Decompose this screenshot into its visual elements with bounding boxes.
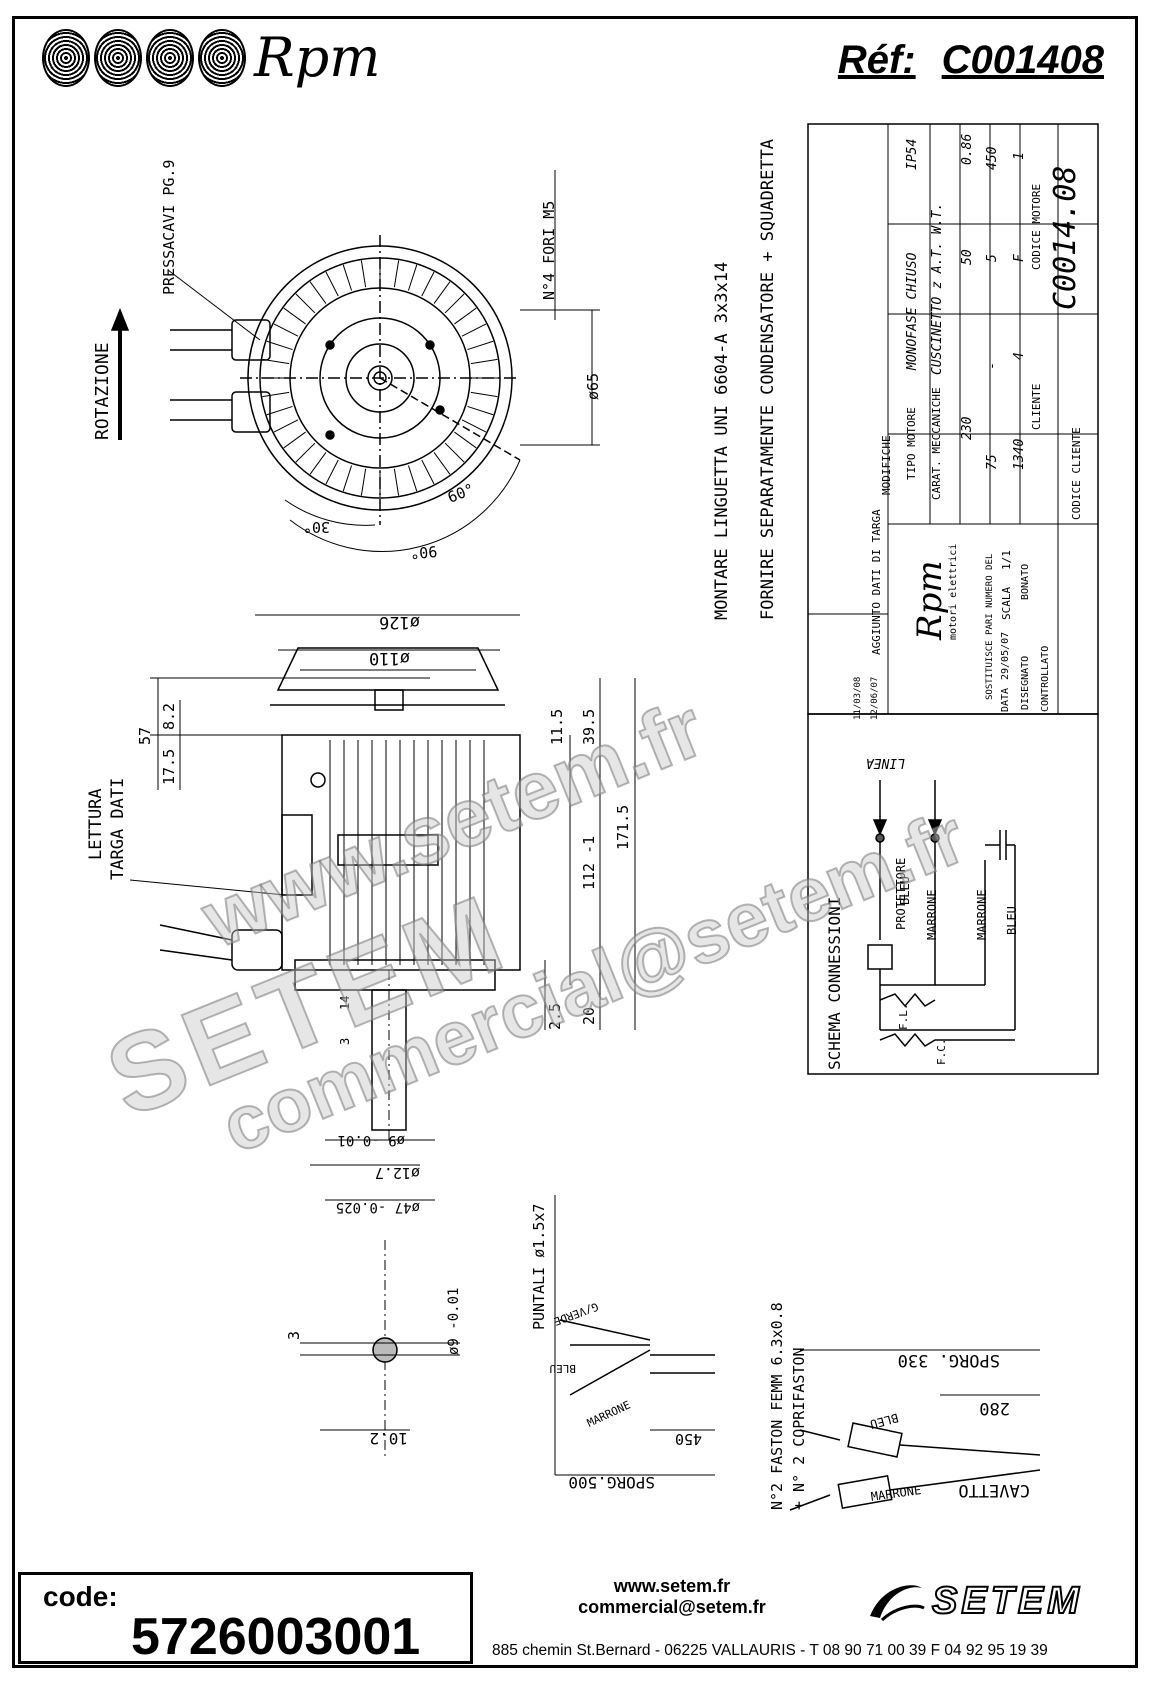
- disegnato-label: DISEGNATO: [1020, 655, 1031, 710]
- bleu-label-1: BLEU: [549, 1362, 577, 1375]
- linea-label: LINEA: [865, 755, 905, 770]
- vel-value: 1: [1012, 152, 1027, 160]
- scala-value: 1/1: [1000, 550, 1013, 570]
- wire-detail-puntali: [554, 1195, 715, 1476]
- hp-value: -: [985, 362, 1000, 370]
- hz-value: 50: [960, 249, 975, 265]
- rev2-date: 11/03/08: [853, 676, 863, 720]
- rev1-date: 12/06/07: [870, 676, 880, 720]
- poli-value: 4: [1012, 352, 1027, 360]
- bonato-value: BONATO: [1020, 563, 1031, 600]
- front-view: [110, 170, 600, 552]
- ref-value: C001408: [941, 38, 1104, 82]
- bleu-schema-2: BLEU: [1005, 906, 1019, 935]
- volt-value: 230: [960, 416, 975, 440]
- fl-label: F.L.: [897, 1003, 910, 1031]
- d110-label: ø110: [369, 648, 410, 668]
- cliente-label: CLIENTE: [1030, 383, 1043, 430]
- a90-label: 90°: [409, 542, 438, 563]
- ip-value: IP54: [905, 138, 920, 170]
- d47-label: ø47 -0.025: [335, 1199, 420, 1215]
- fc-label: F.C.: [935, 1038, 948, 1066]
- sostituisce-label: SOSTITUISCE PARI NUMERO DEL: [985, 553, 995, 700]
- d9-shaft-label: ø9 -0.01: [337, 1132, 405, 1148]
- rpm-small-logo: Rpm: [910, 560, 950, 640]
- cavetto-label: CAVETTO: [958, 1480, 1030, 1500]
- h82-label: 8.2: [160, 702, 178, 730]
- code-value: 5726003001: [131, 1608, 421, 1666]
- d126-label: ø126: [379, 612, 420, 632]
- rpm-small-sub: motori elettrici: [948, 543, 959, 640]
- s3-label: 3: [285, 1330, 303, 1340]
- carat-value: CUSCINETTO z A.T. W.T.: [930, 202, 945, 375]
- code-box: code: 5726003001: [18, 1572, 473, 1666]
- setem-logo: SETEM: [862, 1576, 1083, 1626]
- sporg330-label: SPORG. 330: [897, 1350, 1000, 1370]
- lettura-label-2: TARGA DATI: [108, 777, 128, 880]
- watt-value: 75: [985, 454, 1000, 470]
- page-frame: [12, 16, 1138, 1668]
- d65-label: ø65: [584, 372, 602, 400]
- wire-detail-faston: [789, 1349, 1041, 1511]
- modifiche-label: MODIFICHE: [880, 435, 893, 495]
- tipo-motore-value: MONOFASE CHIUSO: [905, 252, 920, 370]
- carat-label: CARAT. MECCANICHE: [930, 387, 943, 500]
- schema-connessioni: [807, 713, 1099, 1075]
- data-label: DATA: [1000, 687, 1011, 712]
- h1715-label: 171.5: [614, 804, 632, 850]
- l450-label: 450: [674, 1430, 702, 1448]
- contact-info: www.setem.fr commercial@setem.fr 885 che…: [492, 1576, 1132, 1659]
- marrone-schema-2: MARRONE: [975, 889, 989, 940]
- amp-value: 0.86: [960, 133, 975, 165]
- codice-cliente-label: CODICE CLIENTE: [1070, 427, 1083, 520]
- scala-label: SCALA: [1000, 586, 1013, 620]
- shaft-section: [300, 1240, 460, 1460]
- email-link[interactable]: commercial@setem.fr: [578, 1597, 766, 1617]
- brand-name: Rpm: [254, 26, 381, 89]
- ref-label: Réf:: [837, 38, 916, 82]
- website-link[interactable]: www.setem.fr: [613, 1576, 731, 1596]
- puntali-label: PUNTALI ø1.5x7: [530, 1203, 548, 1330]
- data-value: 29/05/07: [1000, 631, 1011, 680]
- code-label: code:: [43, 1581, 118, 1612]
- lettura-label-1: LETTURA: [86, 788, 106, 860]
- faston-label-1: N°2 FASTON FEMM 6.3x0.8: [768, 1302, 786, 1510]
- fori-label: N°4 FORI M5: [540, 200, 558, 300]
- sporg500-label: SPORG.500: [568, 1473, 655, 1492]
- h175-label: 17.5: [160, 748, 178, 785]
- setem-swoosh-icon: [870, 1585, 925, 1622]
- rpm-logo: Rpm: [42, 26, 380, 89]
- tipo-motore-label: TIPO MOTORE: [905, 407, 918, 480]
- codice-motore-label: CODICE MOTORE: [1030, 183, 1043, 270]
- s102-label: 10.2: [369, 1429, 408, 1448]
- footer: code: 5726003001 www.setem.fr commercial…: [12, 1572, 1138, 1668]
- reference-number: Réf: C001408: [838, 38, 1104, 83]
- h112-label: 112 -1: [580, 835, 598, 890]
- marrone-schema-1: MARRONE: [925, 889, 939, 940]
- address-line: 885 chemin St.Bernard - 06225 VALLAURIS …: [492, 1642, 1048, 1659]
- codice-motore-value: C0014.08: [1048, 165, 1083, 311]
- cl-value: F: [1012, 254, 1027, 262]
- s9-label: ø9 -0.01: [446, 1287, 462, 1355]
- faston-label-2: + N° 2 COPRIFASTON: [790, 1347, 808, 1510]
- setem-logo-text: SETEM: [931, 1579, 1083, 1623]
- note-line-2: FORNIRE SEPARATAMENTE CONDENSATORE + SQU…: [758, 138, 778, 620]
- rotazione-label: ROTAZIONE: [92, 342, 113, 440]
- coil-logo-icon: [42, 28, 246, 87]
- d127-label: ø12.7: [374, 1164, 420, 1182]
- uf-value: 5: [985, 254, 1000, 262]
- a30-label: 30°: [302, 518, 330, 536]
- h57-label: 57: [136, 726, 154, 745]
- l280-label: 280: [979, 1398, 1010, 1418]
- pressacavi-label: PRESSACAVI PG.9: [160, 159, 178, 295]
- controllato-label: CONTROLLATO: [1040, 645, 1051, 712]
- vc-value: 450: [985, 146, 1000, 170]
- side-view: [129, 614, 636, 1201]
- title-block: [807, 123, 1099, 715]
- note-line-1: MONTARE LINGUETTA UNI 6604-A 3x3x14: [712, 261, 732, 620]
- giri-value: 1340: [1012, 438, 1027, 470]
- rev1-text: AGGIUNTO DATI DI TARGA: [870, 509, 883, 655]
